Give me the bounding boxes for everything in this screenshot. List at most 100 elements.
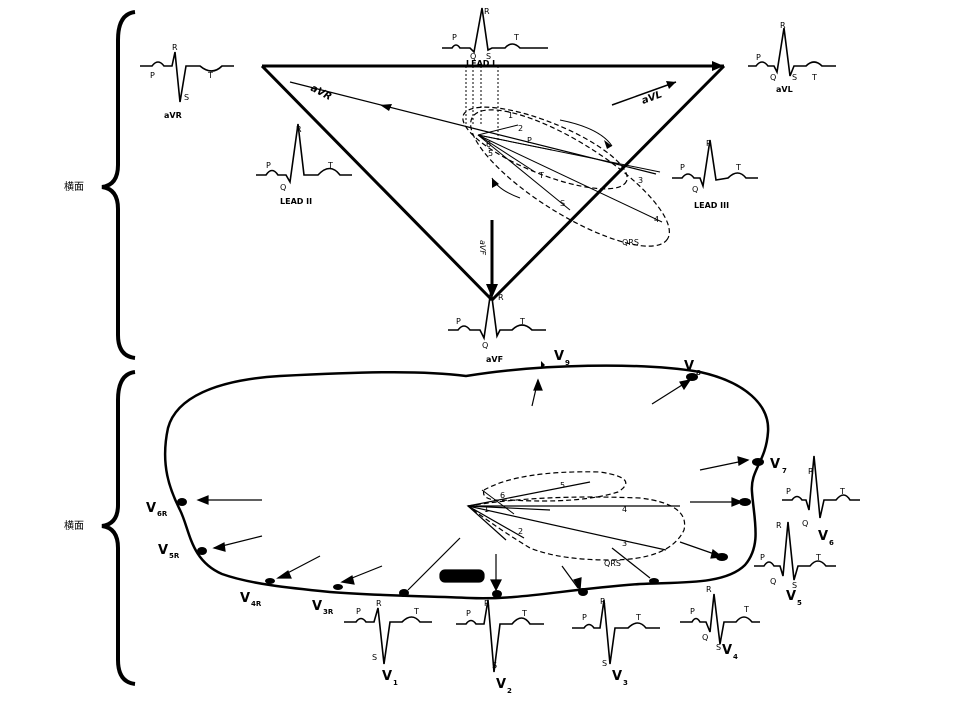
avr-axis-label: aVR <box>309 83 334 103</box>
einthoven-triangle <box>260 61 726 302</box>
svg-text:P: P <box>786 487 791 496</box>
svg-text:V: V <box>554 349 564 364</box>
frontal-qrs-label: QRS <box>622 238 639 247</box>
svg-text:Q: Q <box>692 185 698 194</box>
frontal-loop-5: 5 <box>488 149 493 158</box>
horizontal-loop-2: 2 <box>518 527 523 536</box>
svg-text:T: T <box>839 487 845 496</box>
svg-text:9: 9 <box>565 359 570 367</box>
svg-text:2: 2 <box>507 687 512 695</box>
frontal-loop-p: P <box>527 136 532 145</box>
svg-text:8: 8 <box>696 369 701 377</box>
v6-waveform: P R Q T V 6 <box>782 455 860 547</box>
avl-axis-label: aVL <box>640 89 663 106</box>
horizontal-loop-4: 4 <box>622 505 627 514</box>
svg-text:R: R <box>776 521 782 530</box>
svg-text:V: V <box>312 599 322 614</box>
upper-side-label: 横面 <box>64 180 84 193</box>
avl-axis: aVL <box>611 81 677 107</box>
v5-waveform: P R Q S T V 5 <box>754 521 836 607</box>
svg-text:V: V <box>786 589 796 604</box>
svg-text:V: V <box>496 677 506 692</box>
horizontal-vector-loops: 1 2 3 4 5 6 QRS <box>466 471 686 568</box>
avr-waveform: P R S T aVR <box>140 43 234 120</box>
svg-text:P: P <box>680 163 685 172</box>
svg-text:T: T <box>207 71 213 80</box>
svg-text:P: P <box>756 53 761 62</box>
svg-text:T: T <box>327 161 333 170</box>
lead2-label: LEAD II <box>280 197 312 206</box>
svg-text:P: P <box>356 607 361 616</box>
svg-text:T: T <box>743 605 749 614</box>
svg-text:Q: Q <box>470 52 476 61</box>
svg-text:V: V <box>240 591 250 606</box>
upper-brace <box>101 10 136 360</box>
svg-text:V: V <box>146 501 156 516</box>
svg-text:Q: Q <box>482 341 488 350</box>
svg-text:V: V <box>818 529 828 544</box>
lead3-waveform: P R Q T LEAD III <box>672 139 758 210</box>
v1-waveform: P R S T V 1 <box>344 599 432 687</box>
svg-text:V: V <box>684 359 694 374</box>
lead1-waveform: P R T Q S LEAD I <box>442 7 548 68</box>
v6r-label: V 6R <box>146 501 168 518</box>
svg-text:T: T <box>519 317 525 326</box>
lead2-waveform: P R Q T LEAD II <box>256 123 352 206</box>
svg-text:V: V <box>382 669 392 684</box>
horizontal-qrs-label: QRS <box>604 559 621 568</box>
v3r-label: V 3R <box>312 599 334 616</box>
svg-text:R: R <box>484 7 490 16</box>
v4r-label: V 4R <box>240 591 262 608</box>
svg-text:T: T <box>513 33 519 42</box>
svg-text:P: P <box>690 607 695 616</box>
svg-text:S: S <box>486 52 491 61</box>
svg-text:R: R <box>600 597 606 606</box>
svg-text:Q: Q <box>702 633 708 642</box>
lower-brace <box>101 370 136 686</box>
svg-text:T: T <box>521 609 527 618</box>
svg-text:R: R <box>706 585 712 594</box>
horizontal-loop-5: 5 <box>560 481 565 490</box>
frontal-vector-loops: 1 2 3 4 5 6 P T S QRS <box>462 106 670 247</box>
avl-waveform: P R Q S T aVL <box>748 21 836 94</box>
svg-text:P: P <box>266 161 271 170</box>
lower-side-label: 横面 <box>64 519 84 532</box>
svg-text:T: T <box>635 613 641 622</box>
svg-text:P: P <box>452 33 457 42</box>
svg-text:P: P <box>760 553 765 562</box>
frontal-loop-4: 4 <box>654 215 659 224</box>
svg-text:Q: Q <box>802 519 808 528</box>
avf-axis: aVF <box>478 220 498 298</box>
frontal-loop-1: 1 <box>508 111 513 120</box>
frontal-loop-3: 3 <box>638 176 643 185</box>
v5r-label: V 5R <box>158 543 180 560</box>
svg-text:S: S <box>792 581 797 590</box>
v8-label: V 8 <box>684 359 701 377</box>
svg-text:4: 4 <box>733 653 738 661</box>
svg-text:S: S <box>602 659 607 668</box>
frontal-loop-s: S <box>560 199 565 208</box>
horizontal-loop-6: 6 <box>500 491 505 500</box>
electrode-markers <box>177 361 764 598</box>
v2-waveform: P R S T V 2 <box>456 599 544 695</box>
svg-text:V: V <box>158 543 168 558</box>
v4-waveform: P R Q S T V 4 <box>680 585 760 661</box>
avr-label: aVR <box>164 111 182 120</box>
v3-waveform: P R S T V 3 <box>572 597 660 687</box>
avf-axis-label: aVF <box>478 240 487 255</box>
lead3-label: LEAD III <box>694 201 729 210</box>
svg-text:P: P <box>150 71 155 80</box>
v7-label: V 7 <box>770 457 787 475</box>
svg-text:T: T <box>413 607 419 616</box>
svg-text:6R: 6R <box>157 510 168 518</box>
avf-waveform: P R Q T aVF <box>448 289 546 364</box>
svg-text:3R: 3R <box>323 608 334 616</box>
avf-label: aVF <box>486 355 503 364</box>
svg-text:T: T <box>815 553 821 562</box>
svg-text:V: V <box>722 643 732 658</box>
lead1-label: LEAD I <box>466 59 495 68</box>
svg-text:Q: Q <box>280 183 286 192</box>
svg-text:5R: 5R <box>169 552 180 560</box>
frontal-loop-2: 2 <box>518 124 523 133</box>
